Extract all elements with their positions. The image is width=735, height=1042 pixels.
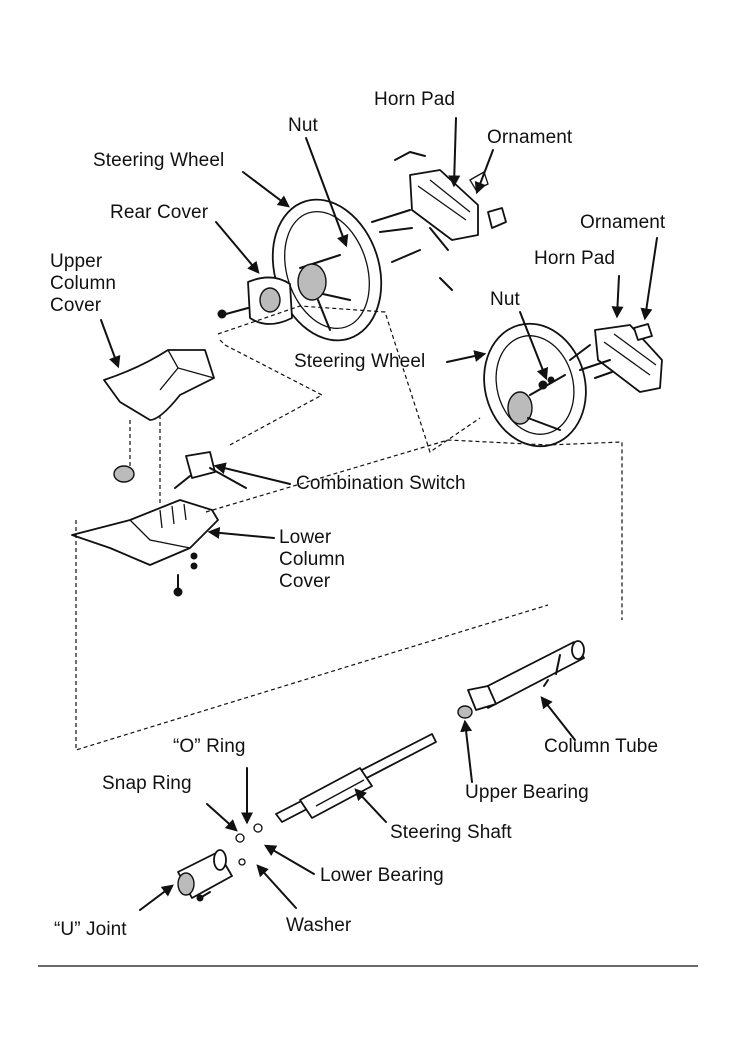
label-upper-column-cover-line3: Cover: [50, 295, 102, 316]
rear-cover-art: [217, 276, 293, 325]
label-nut-right: Nut: [490, 289, 520, 310]
label-column-tube: Column Tube: [544, 736, 659, 757]
dashed-guide-lines: [75, 305, 623, 751]
label-combination-switch: Combination Switch: [296, 473, 466, 494]
label-ornament-top: Ornament: [487, 127, 573, 148]
steering-wheel-right-art: [483, 322, 587, 448]
label-ornament-right: Ornament: [580, 212, 666, 233]
label-horn-pad-right: Horn Pad: [534, 248, 616, 269]
label-steering-wheel-right: Steering Wheel: [294, 351, 426, 372]
label-lower-column-cover-line1: Lower: [279, 527, 332, 548]
lower-column-cover-art: [71, 499, 219, 597]
label-lower-bearing: Lower Bearing: [320, 865, 444, 886]
leader-arrows: [100, 117, 658, 911]
label-u-joint: “U” Joint: [54, 919, 127, 940]
label-upper-column-cover-line1: Upper: [50, 251, 103, 272]
label-upper-bearing: Upper Bearing: [465, 782, 589, 803]
label-horn-pad-top: Horn Pad: [374, 89, 456, 110]
label-steering-shaft: Steering Shaft: [390, 822, 512, 843]
steering-shaft-art: [275, 733, 437, 823]
horn-pad-top-art: [371, 151, 507, 291]
label-lower-column-cover-line2: Column: [279, 549, 346, 570]
label-o-ring: “O” Ring: [173, 736, 246, 757]
label-washer: Washer: [286, 915, 352, 936]
label-rear-cover: Rear Cover: [110, 202, 209, 223]
upper-column-cover-art: [103, 349, 215, 421]
label-snap-ring: Snap Ring: [102, 773, 192, 794]
column-tube-art: [457, 640, 585, 719]
u-joint-art: [177, 823, 263, 902]
combination-switch-art: [113, 451, 247, 489]
label-lower-column-cover-line3: Cover: [279, 571, 331, 592]
label-steering-wheel-top: Steering Wheel: [93, 150, 225, 171]
label-upper-column-cover-line2: Column: [50, 273, 117, 294]
horn-pad-right-art: [569, 323, 663, 393]
steering-wheel-top-art: [271, 198, 383, 342]
label-nut-top: Nut: [288, 115, 318, 136]
